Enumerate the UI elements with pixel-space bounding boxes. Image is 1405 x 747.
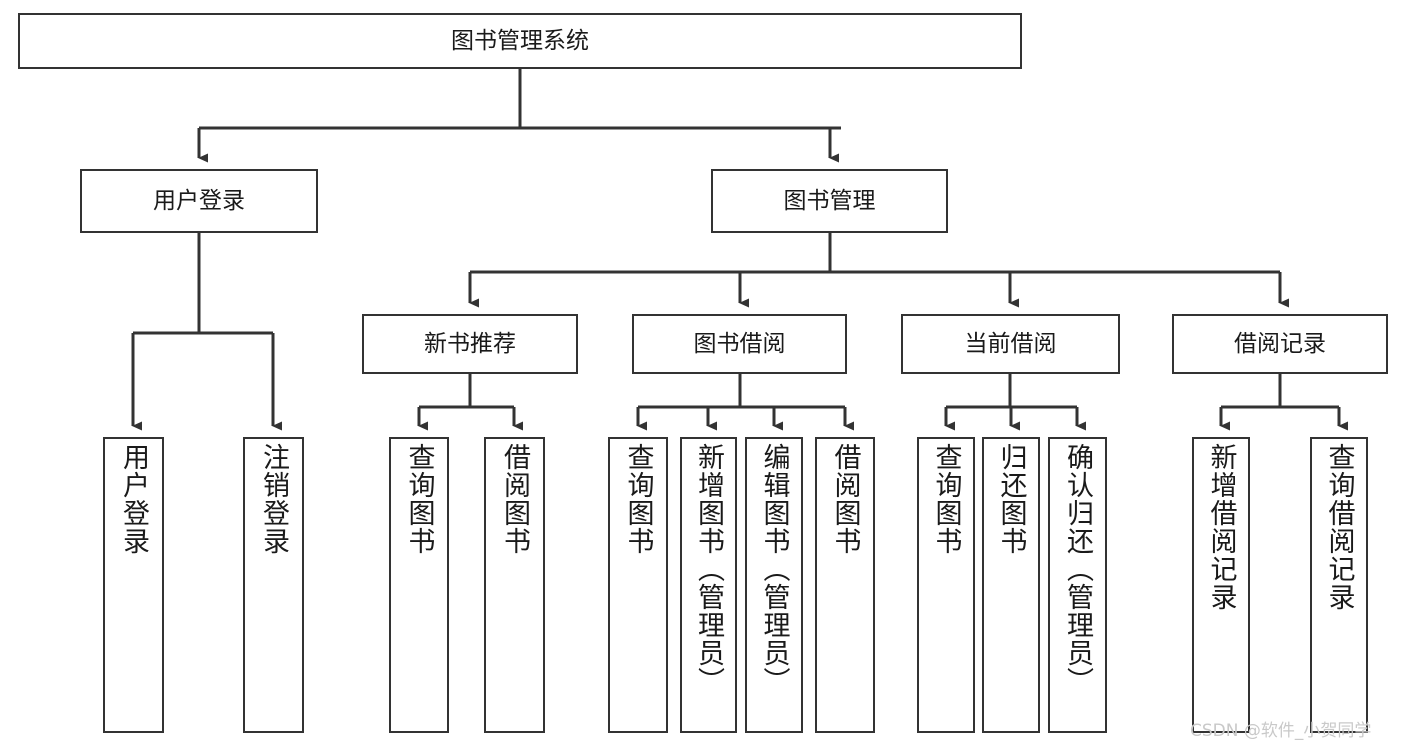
node-leaf-add-borrow-record[interactable]: 新增借阅记录 <box>1192 437 1250 733</box>
node-leaf-query-borrow-record-label: 查询借阅记录 <box>1323 443 1355 611</box>
node-borrow-record[interactable]: 借阅记录 <box>1172 314 1388 374</box>
node-root-system[interactable]: 图书管理系统 <box>18 13 1022 69</box>
node-leaf-query-book-1-label: 查询图书 <box>403 443 435 555</box>
node-new-book-recommend[interactable]: 新书推荐 <box>362 314 578 374</box>
node-leaf-user-login[interactable]: 用户登录 <box>103 437 164 733</box>
node-leaf-logout-login-label: 注销登录 <box>258 443 289 555</box>
node-current-borrow-label: 当前借阅 <box>964 330 1057 357</box>
node-leaf-user-login-label: 用户登录 <box>118 443 149 555</box>
node-leaf-confirm-return-admin[interactable]: 确认归还（管理员） <box>1048 437 1107 733</box>
node-leaf-query-book-2[interactable]: 查询图书 <box>608 437 668 733</box>
node-leaf-borrow-book-1-label: 借阅图书 <box>499 443 530 555</box>
node-root-system-label: 图书管理系统 <box>451 27 589 54</box>
node-leaf-borrow-book-2[interactable]: 借阅图书 <box>815 437 875 733</box>
node-user-login-label: 用户登录 <box>153 187 245 214</box>
node-leaf-logout-login[interactable]: 注销登录 <box>243 437 304 733</box>
node-book-borrow-label: 图书借阅 <box>693 330 786 357</box>
node-borrow-record-label: 借阅记录 <box>1234 330 1326 357</box>
node-book-management-label: 图书管理 <box>783 187 876 214</box>
node-leaf-return-book[interactable]: 归还图书 <box>982 437 1040 733</box>
node-leaf-add-borrow-record-label: 新增借阅记录 <box>1205 443 1237 611</box>
node-leaf-query-book-3-label: 查询图书 <box>930 443 962 555</box>
node-user-login[interactable]: 用户登录 <box>80 169 318 233</box>
node-leaf-query-book-3[interactable]: 查询图书 <box>917 437 975 733</box>
node-new-book-recommend-label: 新书推荐 <box>424 330 516 357</box>
node-leaf-edit-book-admin[interactable]: 编辑图书（管理员） <box>745 437 803 733</box>
node-leaf-query-borrow-record[interactable]: 查询借阅记录 <box>1310 437 1368 733</box>
node-current-borrow[interactable]: 当前借阅 <box>901 314 1120 374</box>
node-leaf-edit-book-admin-label: 编辑图书（管理员） <box>758 443 790 695</box>
node-leaf-query-book-1[interactable]: 查询图书 <box>389 437 449 733</box>
node-book-borrow[interactable]: 图书借阅 <box>632 314 847 374</box>
node-leaf-confirm-return-admin-label: 确认归还（管理员） <box>1062 443 1093 695</box>
node-leaf-return-book-label: 归还图书 <box>995 443 1027 555</box>
node-leaf-borrow-book-1[interactable]: 借阅图书 <box>484 437 545 733</box>
node-leaf-borrow-book-2-label: 借阅图书 <box>829 443 861 555</box>
node-leaf-add-book-admin-label: 新增图书（管理员） <box>693 443 724 695</box>
node-book-management[interactable]: 图书管理 <box>711 169 948 233</box>
node-leaf-query-book-2-label: 查询图书 <box>622 443 654 555</box>
node-leaf-add-book-admin[interactable]: 新增图书（管理员） <box>680 437 737 733</box>
